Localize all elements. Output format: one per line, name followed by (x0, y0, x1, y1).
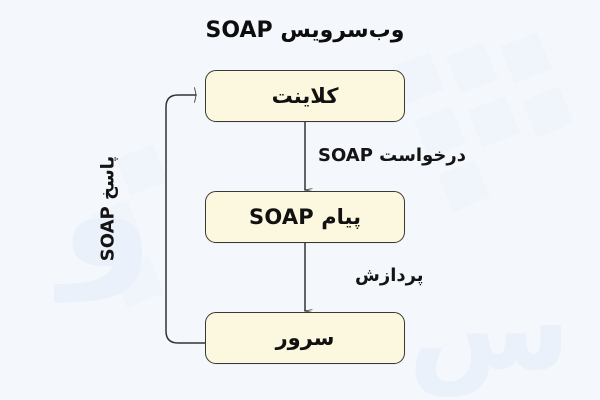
node-client[interactable]: کلاینت (205, 70, 405, 122)
node-server[interactable]: سرور (205, 312, 405, 364)
node-soap-message-label: پیام SOAP (249, 205, 361, 229)
edge-label-processing: پردازش (355, 265, 424, 286)
node-client-label: کلاینت (271, 84, 339, 108)
edge-label-request: درخواست SOAP (318, 145, 466, 166)
edge-label-response: پاسخ SOAP (97, 155, 119, 262)
node-server-label: سرور (275, 326, 335, 350)
diagram-title: وب‌سرویس SOAP (205, 18, 405, 43)
node-soap-message[interactable]: پیام SOAP (205, 191, 405, 243)
edge-response-line (165, 95, 206, 344)
